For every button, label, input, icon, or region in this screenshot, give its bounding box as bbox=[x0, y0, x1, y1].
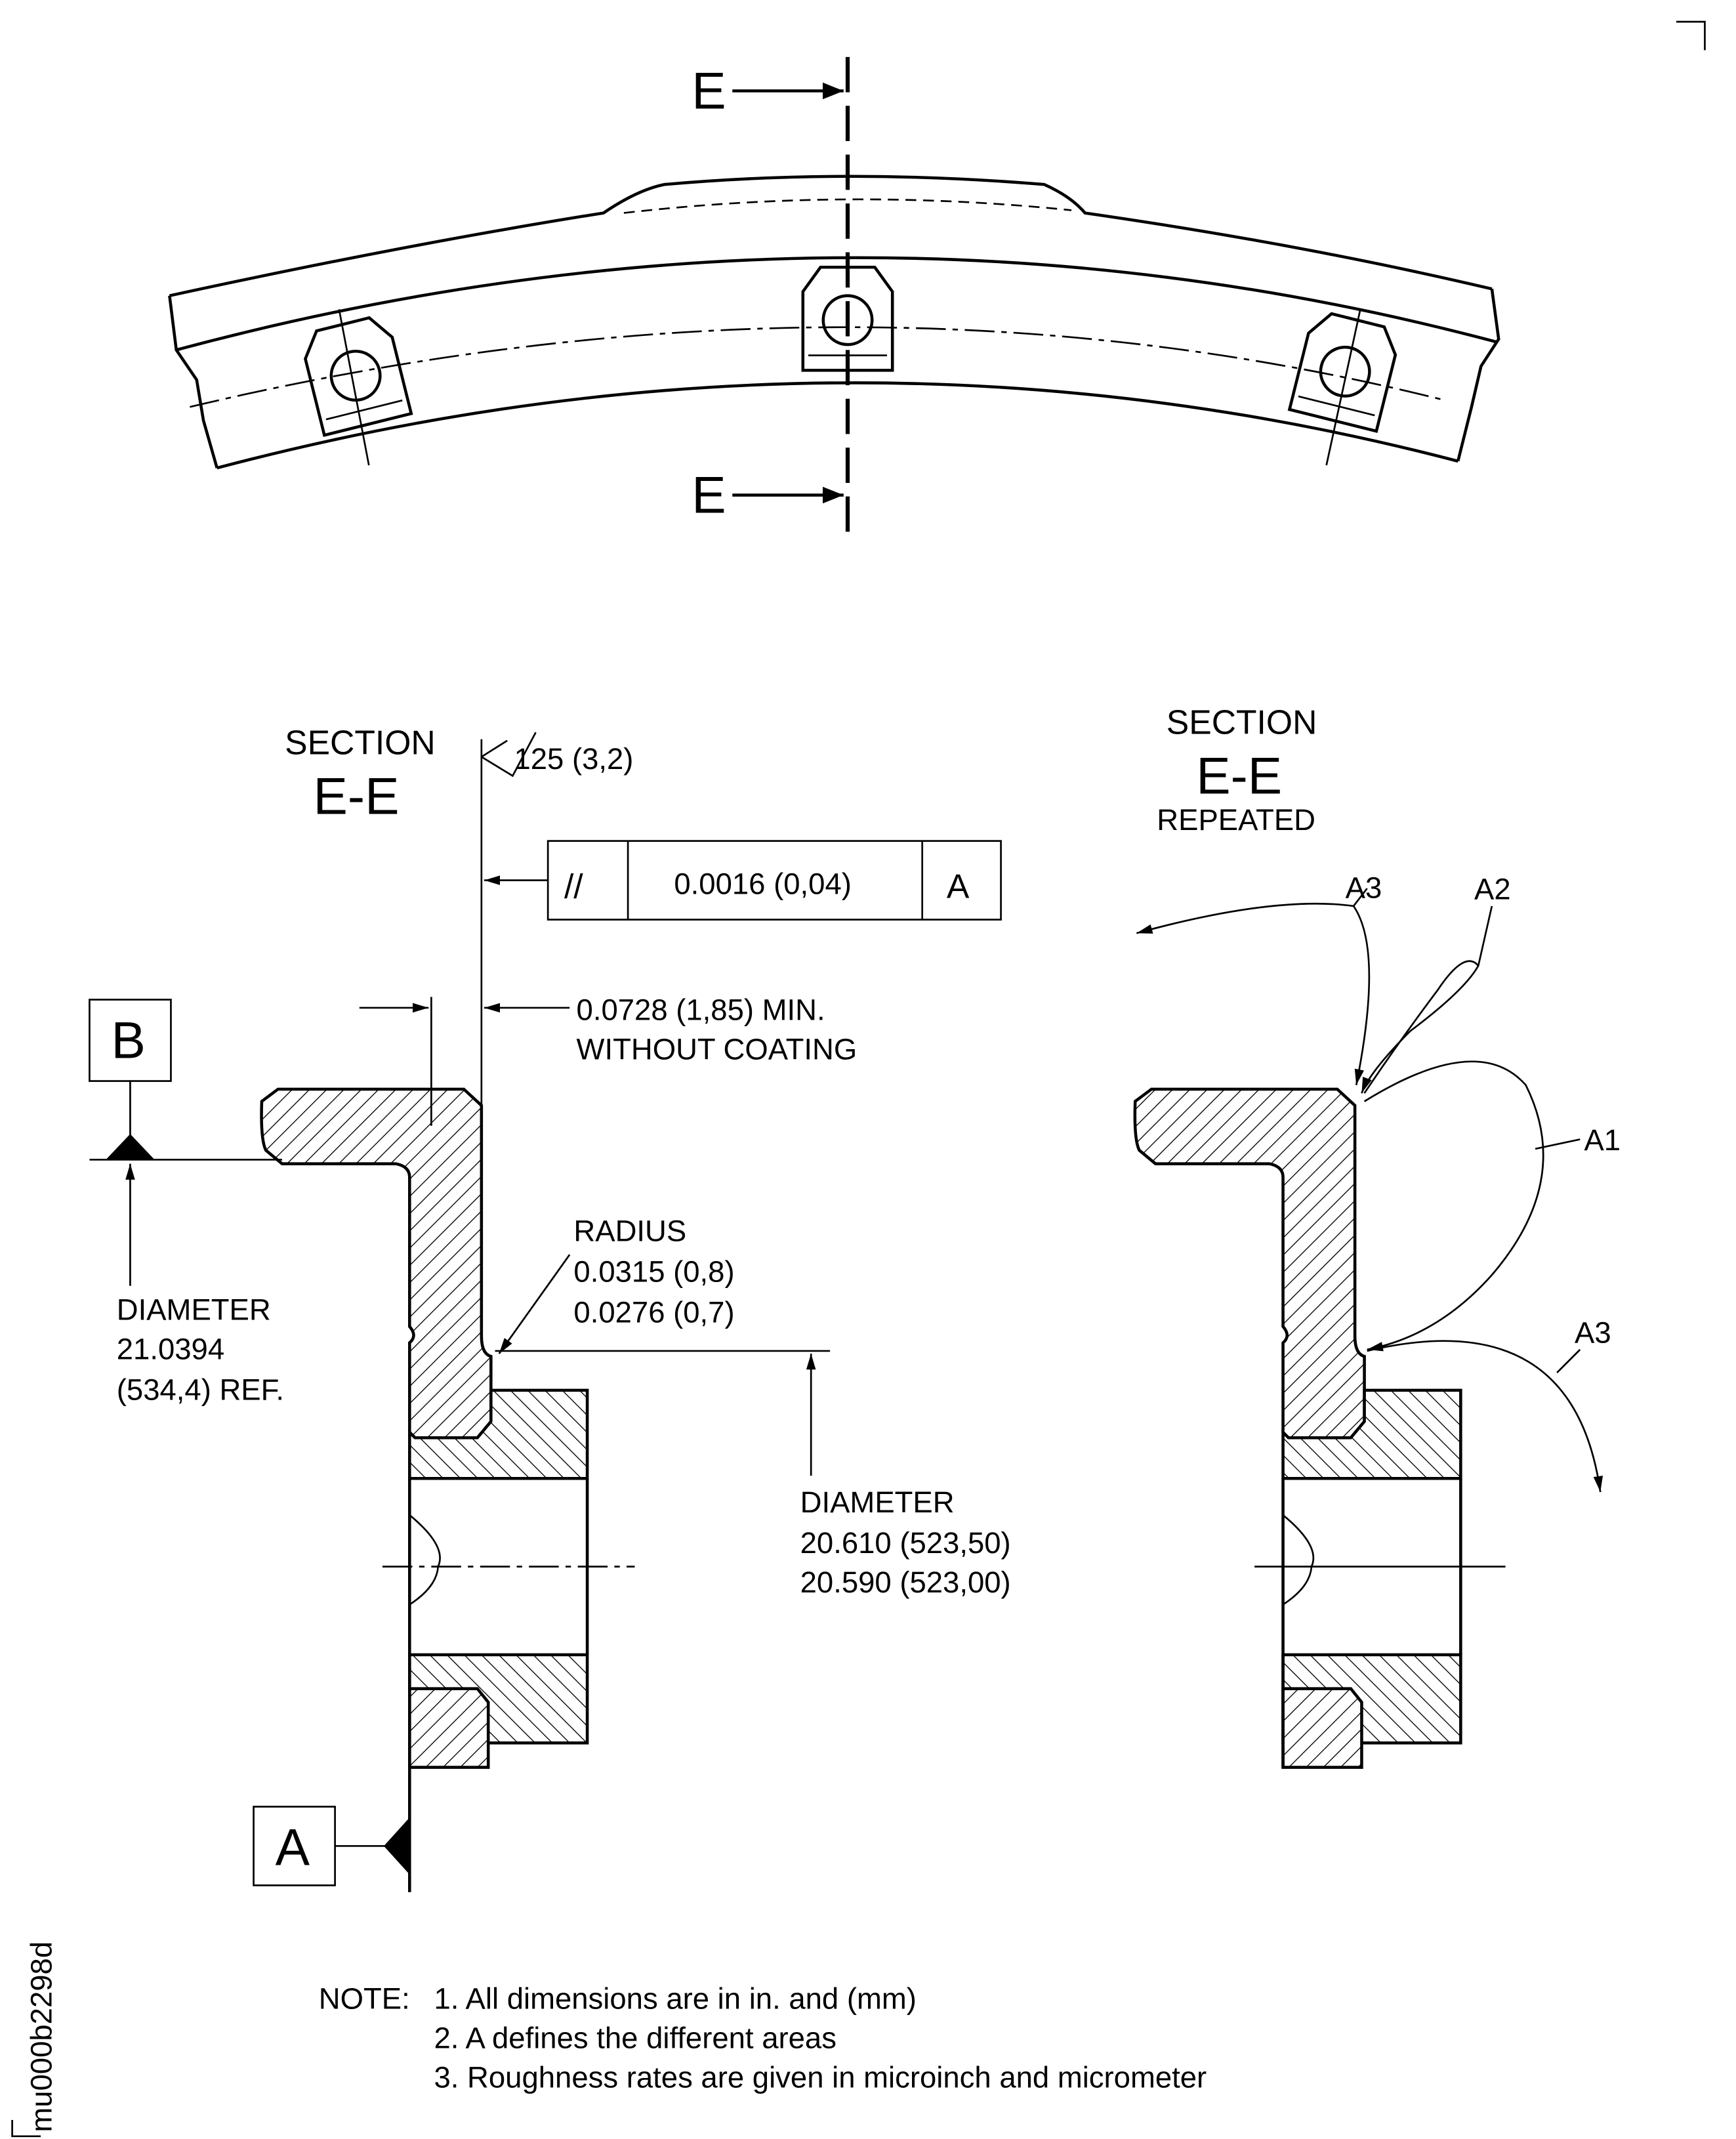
section-mark-bottom: E bbox=[692, 466, 726, 524]
radius-line1: RADIUS bbox=[573, 1214, 686, 1247]
area-a1: A1 bbox=[1584, 1123, 1621, 1157]
diameter-ref-line3: (534,4) REF. bbox=[117, 1373, 284, 1406]
note-label: NOTE: bbox=[319, 1982, 410, 2016]
area-a3-top: A3 bbox=[1346, 871, 1382, 905]
notes: NOTE: 1. All dimensions are in in. and (… bbox=[319, 1982, 1207, 2094]
figure-id-mark bbox=[11, 2120, 41, 2138]
top-view: E E bbox=[168, 56, 1500, 532]
lug-right bbox=[1287, 312, 1397, 433]
diameter-ref-line2: 21.0394 bbox=[117, 1332, 224, 1365]
datum-b-label: B bbox=[112, 1011, 146, 1069]
tolerance-datum: A bbox=[947, 867, 970, 905]
parallelism-frame: // 0.0016 (0,04) A bbox=[547, 840, 1002, 921]
section-title-small-repeated: SECTION bbox=[1167, 703, 1317, 741]
diameter-line1: DIAMETER bbox=[800, 1485, 955, 1519]
section-left: SECTION E-E 125 (3,2) // 0.0016 (0,04) A… bbox=[89, 723, 1011, 1892]
area-a2: A2 bbox=[1474, 873, 1511, 906]
section-subtitle: REPEATED bbox=[1157, 803, 1315, 837]
radius-line2: 0.0315 (0,8) bbox=[573, 1255, 734, 1289]
thickness-dim-line1: 0.0728 (1,85) MIN. bbox=[577, 993, 825, 1027]
section-title-large-repeated: E-E bbox=[1196, 747, 1282, 804]
roughness-value: 125 (3,2) bbox=[514, 742, 633, 776]
parallelism-symbol: // bbox=[564, 867, 583, 905]
section-title-small: SECTION bbox=[285, 723, 436, 761]
note-3: 3. Roughness rates are given in microinc… bbox=[434, 2060, 1207, 2094]
note-2: 2. A defines the different areas bbox=[434, 2021, 836, 2054]
diameter-line3: 20.590 (523,00) bbox=[800, 1566, 1011, 1599]
corner-mark bbox=[1676, 20, 1706, 51]
lug-left bbox=[304, 316, 413, 438]
datum-a-label: A bbox=[276, 1818, 310, 1876]
note-1: 1. All dimensions are in in. and (mm) bbox=[434, 1982, 916, 2016]
diameter-ref-line1: DIAMETER bbox=[117, 1293, 271, 1326]
area-a3-bottom: A3 bbox=[1575, 1316, 1611, 1350]
figure-id: mu000b2298d bbox=[25, 1942, 58, 2132]
section-mark-top: E bbox=[692, 62, 726, 119]
radius-line3: 0.0276 (0,7) bbox=[573, 1296, 734, 1329]
thickness-dim-line2: WITHOUT COATING bbox=[577, 1032, 858, 1066]
section-title-large: E-E bbox=[314, 767, 400, 825]
diameter-line2: 20.610 (523,50) bbox=[800, 1526, 1011, 1560]
lug-center bbox=[801, 265, 894, 372]
section-right: SECTION E-E REPEATED A3 A2 A1 A3 bbox=[1133, 703, 1621, 1769]
tolerance-value: 0.0016 (0,04) bbox=[674, 867, 851, 900]
